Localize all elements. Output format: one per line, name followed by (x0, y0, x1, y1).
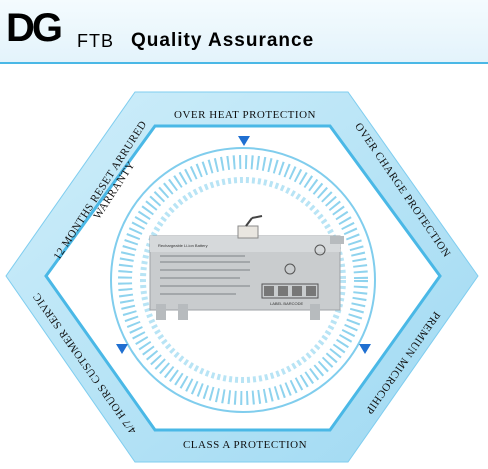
battery-image: Rechargeable Li-ion Battery LABEL BARCOD… (149, 215, 344, 320)
arrow-left-icon (116, 344, 128, 354)
label-over-heat: OVER HEAT PROTECTION (174, 109, 316, 121)
ring-ticks (118, 155, 368, 405)
header-divider (0, 62, 488, 64)
ring-inner (140, 177, 346, 383)
ring-outer (110, 147, 376, 413)
label-class-a: CLASS A PROTECTION (183, 439, 307, 451)
brand-logo: DG (6, 6, 63, 50)
battery-label: Rechargeable Li-ion Battery (158, 243, 208, 248)
quality-hexagon-diagram: Rechargeable Li-ion Battery LABEL BARCOD… (0, 64, 479, 463)
brand-name: FTB (77, 31, 114, 51)
battery-label-tag: LABEL BARCODE (270, 301, 304, 306)
page-title: Quality Assurance (131, 30, 315, 51)
header-banner (0, 0, 488, 62)
arrow-right-icon (359, 344, 371, 354)
logo-text: DG (6, 6, 63, 50)
arrow-top-icon (238, 136, 250, 146)
